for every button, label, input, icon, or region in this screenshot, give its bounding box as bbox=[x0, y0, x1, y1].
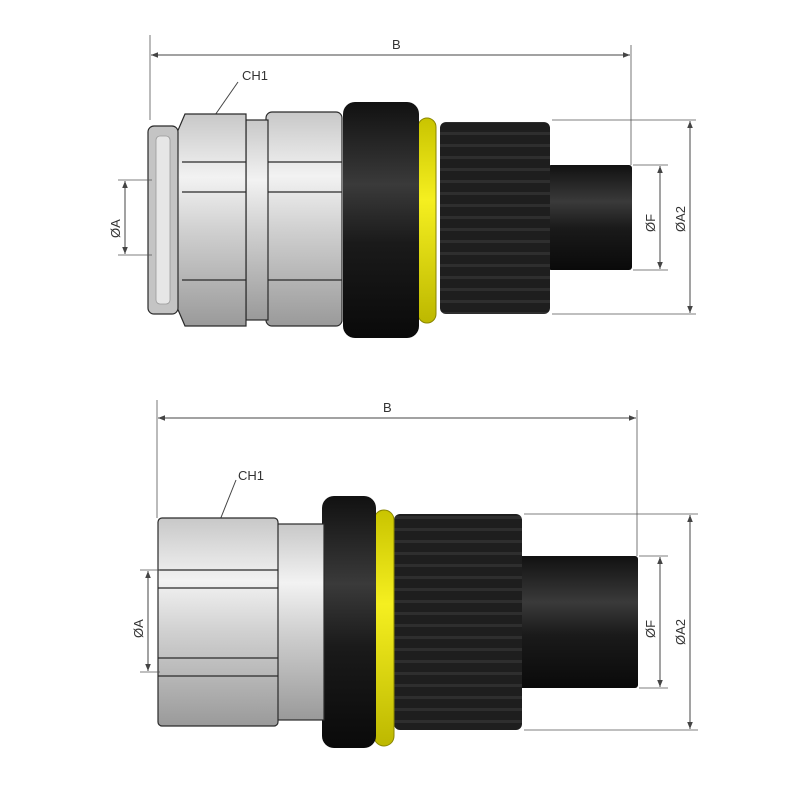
collar-2 bbox=[322, 496, 376, 748]
thread-section-2 bbox=[394, 514, 522, 730]
dim-hex-label: CH1 bbox=[242, 68, 268, 83]
dim-nose-2: ØF bbox=[639, 555, 668, 689]
nose-tube-2 bbox=[518, 556, 638, 688]
sleeve bbox=[245, 119, 269, 321]
dim-bore: ØA bbox=[108, 179, 152, 256]
view-bottom: B CH1 bbox=[131, 400, 698, 748]
nose-tube bbox=[548, 165, 632, 270]
front-hex bbox=[175, 113, 247, 327]
dim-length-label: B bbox=[392, 37, 401, 52]
rear-hex bbox=[265, 111, 343, 327]
fitting-top bbox=[147, 102, 632, 338]
collar bbox=[343, 102, 419, 338]
o-ring bbox=[417, 117, 437, 324]
dim-bore-label: ØA bbox=[108, 219, 123, 238]
dim-length-2: B bbox=[156, 400, 638, 556]
dim-length: B bbox=[149, 35, 632, 165]
dim-thread: ØA2 bbox=[552, 119, 696, 315]
dim-bore-2: ØA bbox=[131, 569, 160, 673]
o-ring-2 bbox=[373, 509, 395, 747]
dim-nose: ØF bbox=[633, 164, 668, 271]
dim-thread-2-label: ØA2 bbox=[673, 619, 688, 645]
dim-bore-2-label: ØA bbox=[131, 619, 146, 638]
view-top: B CH1 bbox=[108, 35, 696, 338]
sleeve-2 bbox=[275, 523, 325, 721]
fitting-bottom bbox=[157, 496, 638, 748]
dim-thread-label: ØA2 bbox=[673, 206, 688, 232]
dim-nose-2-label: ØF bbox=[643, 620, 658, 638]
front-hex-2 bbox=[157, 517, 279, 727]
dim-thread-2: ØA2 bbox=[524, 513, 698, 731]
dim-length-2-label: B bbox=[383, 400, 392, 415]
dim-hex-2-label: CH1 bbox=[238, 468, 264, 483]
thread-section bbox=[440, 122, 550, 314]
dim-nose-label: ØF bbox=[643, 214, 658, 232]
